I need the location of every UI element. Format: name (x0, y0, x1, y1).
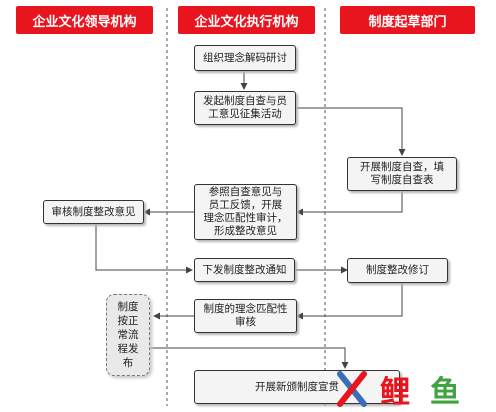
node-normal-release: 制度 按正 常流 程发 布 (106, 294, 150, 376)
watermark-char-yu: 鱼 (430, 375, 460, 410)
node-issue-notice: 下发制度整改通知 (194, 258, 295, 282)
node-initiate-self-check: 发起制度自查与员 工意见征集活动 (194, 91, 296, 125)
watermark-x-mark (337, 371, 367, 407)
header-leadership: 企业文化领导机构 (16, 6, 153, 34)
header-execution: 企业文化执行机构 (178, 6, 315, 34)
header-drafting: 制度起草部门 (340, 6, 475, 34)
node-audit-rectification: 参照自查意见与 员工反馈，开展 理念匹配性审计， 形成整改意见 (194, 184, 297, 240)
watermark-logo: 鲤 鱼 (337, 371, 460, 410)
node-review-rectification: 审核制度整改意见 (43, 200, 144, 224)
node-decoding-workshop: 组织理念解码研讨 (194, 45, 296, 71)
watermark-char-li: 鲤 (380, 375, 410, 410)
node-draft-self-check: 开展制度自查，填 写制度自查表 (347, 157, 457, 191)
node-concept-match-review: 制度的理念匹配性 审核 (194, 299, 297, 333)
node-revise-system: 制度整改修订 (347, 258, 448, 283)
